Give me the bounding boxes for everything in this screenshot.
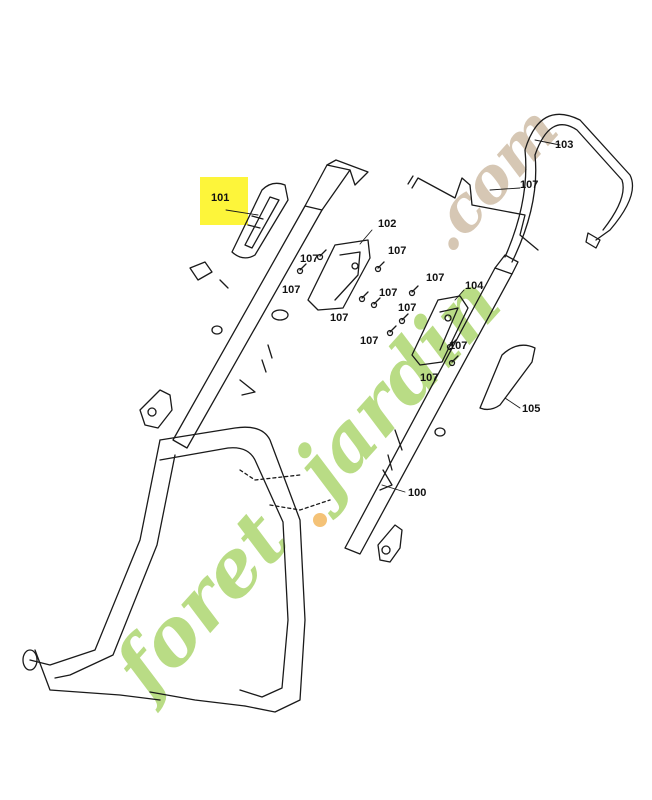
right-tube-100 bbox=[344, 254, 519, 555]
callout-102: 102 bbox=[378, 218, 397, 230]
callout-107: 107 bbox=[379, 287, 398, 299]
left-clip bbox=[139, 389, 173, 429]
callout-107: 107 bbox=[426, 272, 445, 284]
callout-107: 107 bbox=[330, 312, 349, 324]
callout-107: 107 bbox=[420, 372, 439, 384]
callout-107: 107 bbox=[282, 284, 301, 296]
watermark-part1: foret bbox=[93, 494, 306, 716]
part-101-cover bbox=[231, 182, 289, 259]
part-105 bbox=[479, 344, 536, 411]
lower-handle-frame bbox=[22, 426, 331, 713]
right-clip bbox=[377, 524, 403, 563]
callout-107: 107 bbox=[398, 302, 417, 314]
small-parts bbox=[189, 261, 446, 437]
watermark-part3: .com bbox=[407, 93, 573, 265]
bail-bar-103 bbox=[504, 113, 634, 263]
callout-107: 107 bbox=[449, 340, 468, 352]
watermark-dot bbox=[313, 513, 327, 527]
callout-107-wire: 107 bbox=[520, 179, 539, 191]
callout-107: 107 bbox=[360, 335, 379, 347]
part-102 bbox=[307, 239, 371, 311]
highlight-box-101 bbox=[200, 177, 248, 225]
cable-wire bbox=[407, 175, 539, 251]
callout-107: 107 bbox=[388, 245, 407, 257]
leader-lines bbox=[225, 139, 561, 493]
callout-105: 105 bbox=[522, 403, 541, 415]
callout-101: 101 bbox=[211, 192, 230, 204]
left-tube bbox=[172, 159, 369, 449]
screws-107 bbox=[296, 249, 459, 367]
callout-107: 107 bbox=[300, 253, 319, 265]
part-104 bbox=[411, 295, 469, 366]
callout-104: 104 bbox=[465, 280, 484, 292]
callout-100: 100 bbox=[408, 487, 427, 499]
callout-103: 103 bbox=[555, 139, 574, 151]
